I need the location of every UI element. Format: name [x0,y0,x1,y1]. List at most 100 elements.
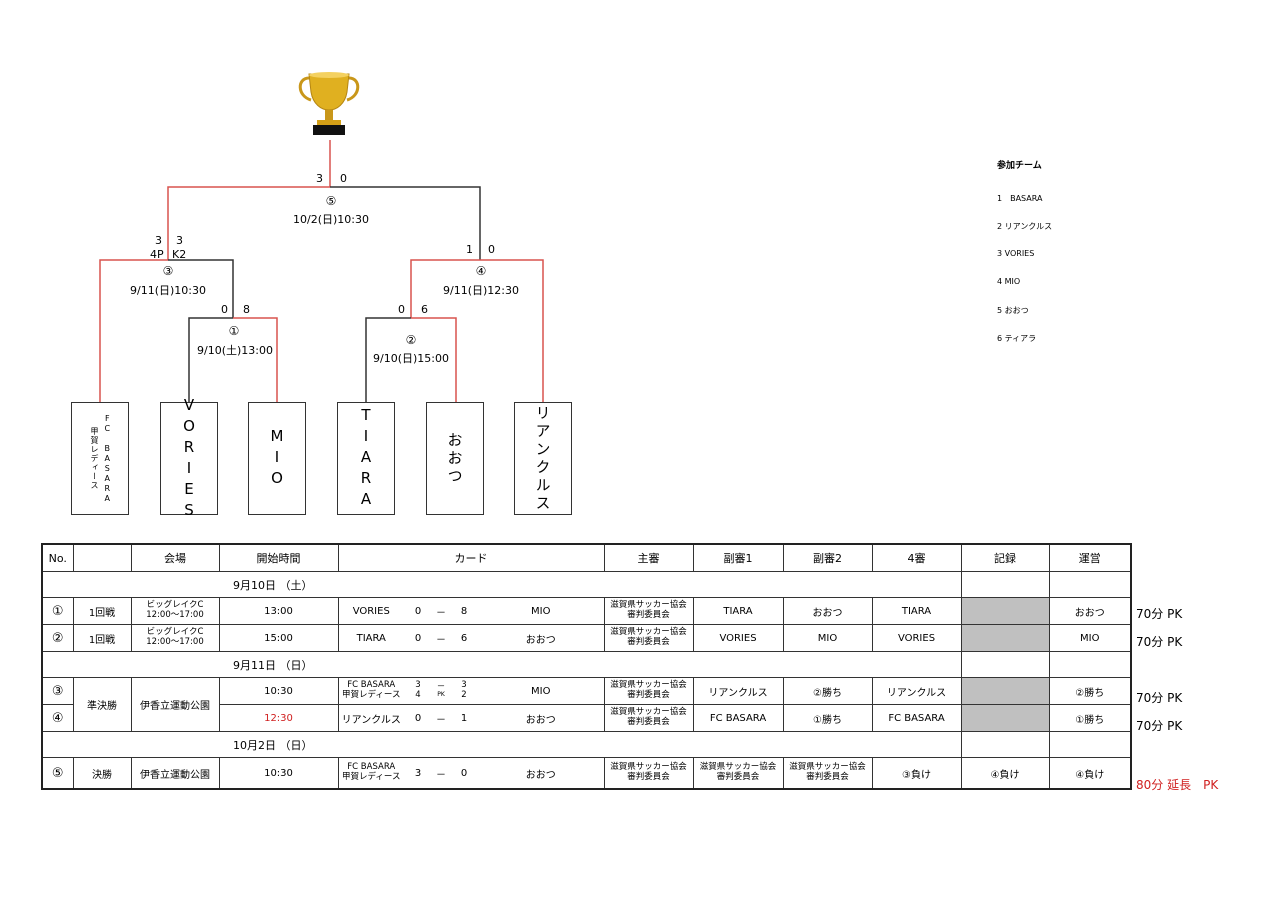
m2-score-left: 0 [398,303,405,316]
final-number: ⑤ [325,194,337,208]
score-dash: － [432,704,450,732]
score-dash: － [432,624,450,652]
m4-number: ④ [475,264,487,278]
fourth-official: VORIES [871,624,962,652]
team-name: FC BASARA [102,413,112,504]
record-cell [960,677,1050,705]
start-time: 13:00 [218,597,339,625]
score-away: 0 [450,757,478,790]
m3-datetime: 9/11(日)10:30 [130,284,206,297]
header-fourth: 4審 [871,543,962,572]
row-note: 80分 延長 PK [1136,778,1219,792]
round: 1回戦 [72,597,132,625]
participant-item: 2 リアンクルス [997,222,1053,231]
m3-pk-left: 4P [150,248,164,261]
team-name: MIO [268,427,286,490]
fourth-official: FC BASARA [871,704,962,732]
away-team: MIO [478,597,605,625]
final-datetime: 10/2(日)10:30 [293,213,369,226]
operations: ②勝ち [1048,677,1132,705]
team-name: リアンクルス [533,404,552,513]
team-box-vories: VORIES [160,396,218,522]
team-box-tiara: TIARA [337,402,395,515]
row-note: 70分 PK [1136,607,1183,621]
team-name-sub: 甲賀レディース [90,427,99,490]
round: 1回戦 [72,624,132,652]
assistant1: TIARA [692,597,784,625]
day-row: 9月11日 （日） [41,651,1131,678]
participants-title: 参加チーム [997,161,1042,171]
record-cell [960,704,1050,732]
record-cell [960,597,1050,625]
home-team: VORIES [337,597,404,625]
trophy-icon [298,72,360,135]
score-dash: － [432,597,450,625]
away-team: おおつ [478,624,605,652]
assistant2: ①勝ち [782,704,873,732]
day-label: 10月2日 （日） [41,731,604,758]
assistant2: MIO [782,624,873,652]
day-row: 9月10日 （土） [41,571,1131,598]
venue: 伊香立運動公園 [130,757,220,790]
assistant1: リアンクルス [692,677,784,705]
referee: 滋賀県サッカー協会審判委員会 [603,624,694,652]
start-time: 10:30 [218,677,339,705]
record-cell: ④負け [960,757,1050,790]
round: 決勝 [72,757,132,790]
operations: ④負け [1048,757,1132,790]
score-home: 0 [404,597,432,625]
m4-datetime: 9/11(日)12:30 [443,284,519,297]
referee: 滋賀県サッカー協会審判委員会 [603,677,694,705]
match-no: ⑤ [41,757,74,790]
start-time: 10:30 [218,757,339,790]
team-box-mio: MIO [248,402,306,515]
round: 準決勝 [72,677,132,732]
m1-number: ① [228,324,240,338]
participant-item: 4 MIO [997,277,1021,286]
final-score-left: 3 [316,172,323,185]
m3-number: ③ [162,264,174,278]
header-referee: 主審 [603,543,694,572]
participant-item: 1 BASARA [997,194,1043,203]
bracket-lines [99,140,544,402]
match-no: ③ [41,677,74,705]
operations: MIO [1048,624,1132,652]
score-home: 0 [404,704,432,732]
final-score-right: 0 [340,172,347,185]
m3-score-right: 3 [176,234,183,247]
fourth-official: リアンクルス [871,677,962,705]
record-cell [960,624,1050,652]
team-box-ootsu: おおつ [426,402,484,515]
day-row: 10月2日 （日） [41,731,1131,758]
operations: ①勝ち [1048,704,1132,732]
score-home: 3 [404,757,432,790]
m1-score-right: 8 [243,303,250,316]
score-away: 8 [450,597,478,625]
score-away: 6 [450,624,478,652]
away-team: おおつ [478,704,605,732]
assistant1: VORIES [692,624,784,652]
header-venue: 会場 [130,543,220,572]
match-no: ② [41,624,74,652]
home-team: リアンクルス [337,704,404,732]
fourth-official: TIARA [871,597,962,625]
away-team: おおつ [478,757,605,790]
assistant1: 滋賀県サッカー協会審判委員会 [692,757,784,790]
score-away: 1 [450,704,478,732]
referee: 滋賀県サッカー協会審判委員会 [603,704,694,732]
team-name: VORIES [180,395,198,522]
participant-item: 5 おおつ [997,306,1029,315]
match-no: ④ [41,704,74,732]
header-assistant1: 副審1 [692,543,784,572]
assistant2: 滋賀県サッカー協会審判委員会 [782,757,873,790]
header-card: カード [337,543,605,572]
row-note: 70分 PK [1136,719,1183,733]
m2-number: ② [405,333,417,347]
